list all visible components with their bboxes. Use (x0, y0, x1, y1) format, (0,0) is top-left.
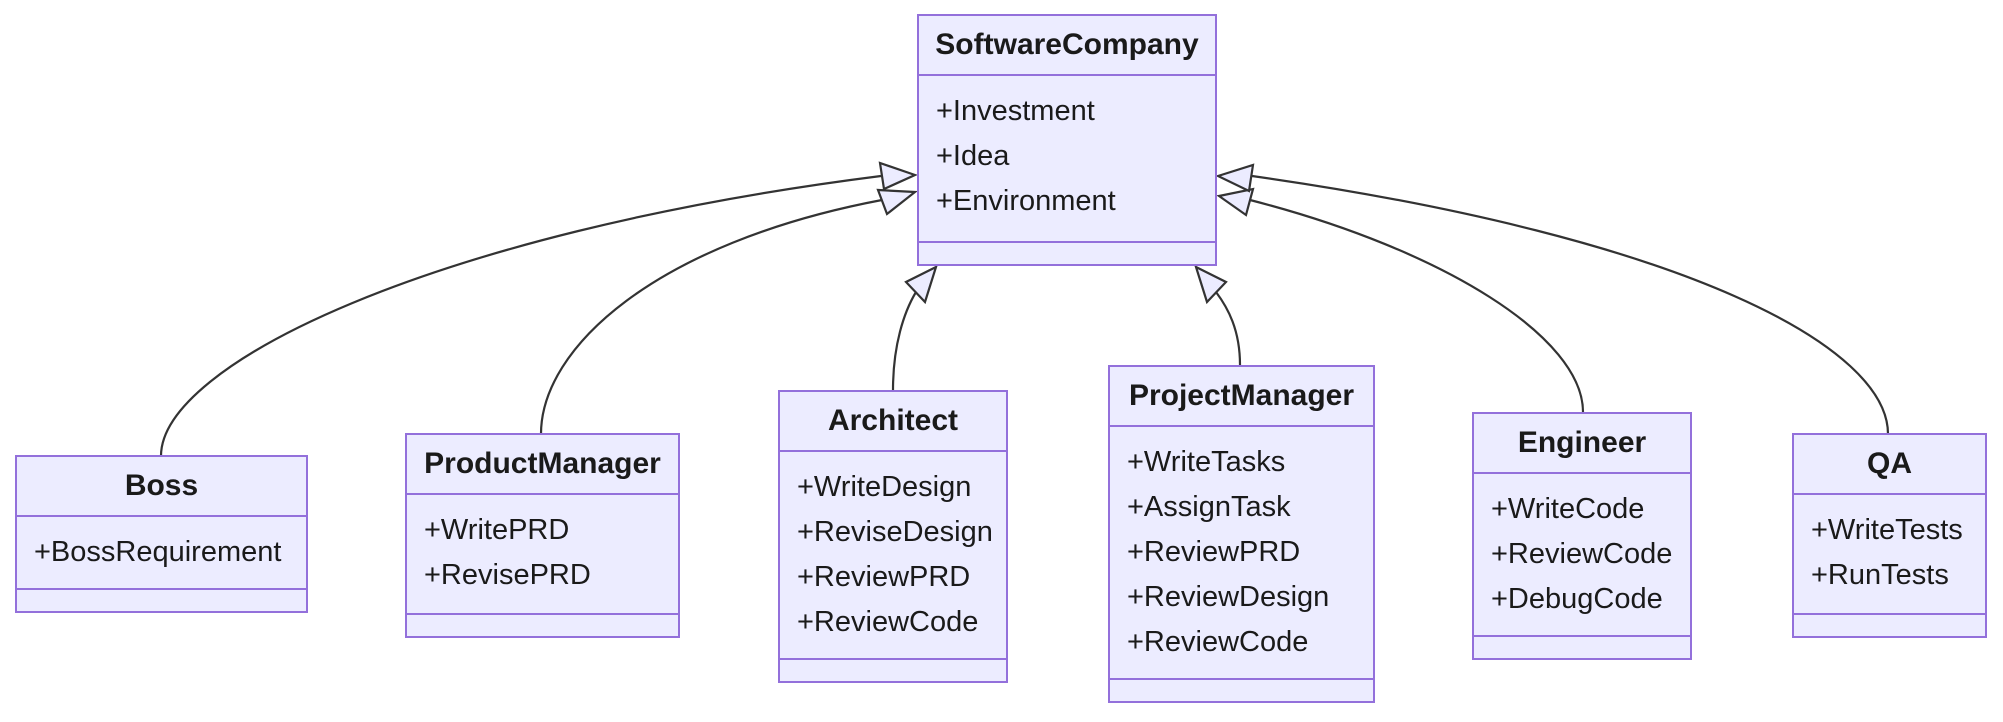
class-methods-empty (407, 615, 678, 636)
class-members: +WriteTasks +AssignTask +ReviewPRD +Revi… (1110, 427, 1373, 680)
inheritance-arrowhead (1216, 187, 1255, 217)
class-member: +ReviewCode (1127, 626, 1309, 658)
class-engineer: Engineer +WriteCode +ReviewCode +DebugCo… (1472, 412, 1692, 660)
class-member: +ReviewPRD (797, 561, 971, 593)
class-title: SoftwareCompany (919, 16, 1215, 76)
class-member: +Investment (936, 95, 1095, 127)
class-softwarecompany: SoftwareCompany +Investment +Idea +Envir… (917, 14, 1217, 266)
class-methods-empty (1794, 615, 1985, 636)
class-productmanager: ProductManager +WritePRD +RevisePRD (405, 433, 680, 638)
class-members: +WriteDesign +ReviseDesign +ReviewPRD +R… (780, 452, 1006, 660)
class-members: +WriteTests +RunTests (1794, 495, 1985, 615)
class-member: +WriteTasks (1127, 446, 1286, 478)
class-member: +AssignTask (1127, 491, 1291, 523)
class-title: Boss (17, 457, 306, 517)
inheritance-arrowhead (904, 264, 938, 305)
class-member: +RevisePRD (424, 559, 591, 591)
class-title: ProjectManager (1110, 367, 1373, 427)
class-member: +ReviewDesign (1127, 581, 1330, 613)
class-member: +ReviewCode (1491, 538, 1673, 570)
class-members: +BossRequirement (17, 517, 306, 590)
edge-projectmanager-softwarecompany (1215, 291, 1242, 366)
class-member: +WriteTests (1811, 514, 1963, 546)
class-member: +WritePRD (424, 514, 570, 546)
edge-qa-softwarecompany (1251, 174, 1890, 435)
class-methods-empty (17, 590, 306, 611)
class-member: +ReviewCode (797, 606, 979, 638)
class-boss: Boss +BossRequirement (15, 455, 308, 613)
class-methods-empty (919, 243, 1215, 264)
class-qa: QA +WriteTests +RunTests (1792, 433, 1987, 638)
class-member: +WriteCode (1491, 493, 1645, 525)
class-title: Engineer (1474, 414, 1690, 474)
class-methods-empty (1110, 680, 1373, 701)
class-member: +BossRequirement (34, 536, 282, 568)
class-member: +WriteDesign (797, 471, 972, 503)
edge-boss-softwarecompany (159, 174, 882, 457)
class-title: ProductManager (407, 435, 678, 495)
edge-productmanager-softwarecompany (539, 198, 883, 435)
edge-engineer-softwarecompany (1249, 198, 1585, 413)
class-member: +ReviewPRD (1127, 536, 1301, 568)
inheritance-arrowhead (1194, 264, 1228, 305)
class-title: QA (1794, 435, 1985, 495)
edge-architect-softwarecompany (891, 291, 917, 391)
class-title: Architect (780, 392, 1006, 452)
class-member: +Environment (936, 185, 1116, 217)
class-architect: Architect +WriteDesign +ReviseDesign +Re… (778, 390, 1008, 683)
class-members: +WriteCode +ReviewCode +DebugCode (1474, 474, 1690, 637)
class-projectmanager: ProjectManager +WriteTasks +AssignTask +… (1108, 365, 1375, 703)
class-methods-empty (780, 660, 1006, 681)
class-members: +WritePRD +RevisePRD (407, 495, 678, 615)
class-member: +RunTests (1811, 559, 1949, 591)
inheritance-arrowhead (876, 188, 918, 216)
class-member: +DebugCode (1491, 583, 1663, 615)
inheritance-arrowhead (878, 161, 918, 191)
class-members: +Investment +Idea +Environment (919, 76, 1215, 243)
class-methods-empty (1474, 637, 1690, 658)
class-member: +Idea (936, 140, 1010, 172)
class-member: +ReviseDesign (797, 516, 993, 548)
inheritance-arrowhead (1215, 163, 1255, 193)
